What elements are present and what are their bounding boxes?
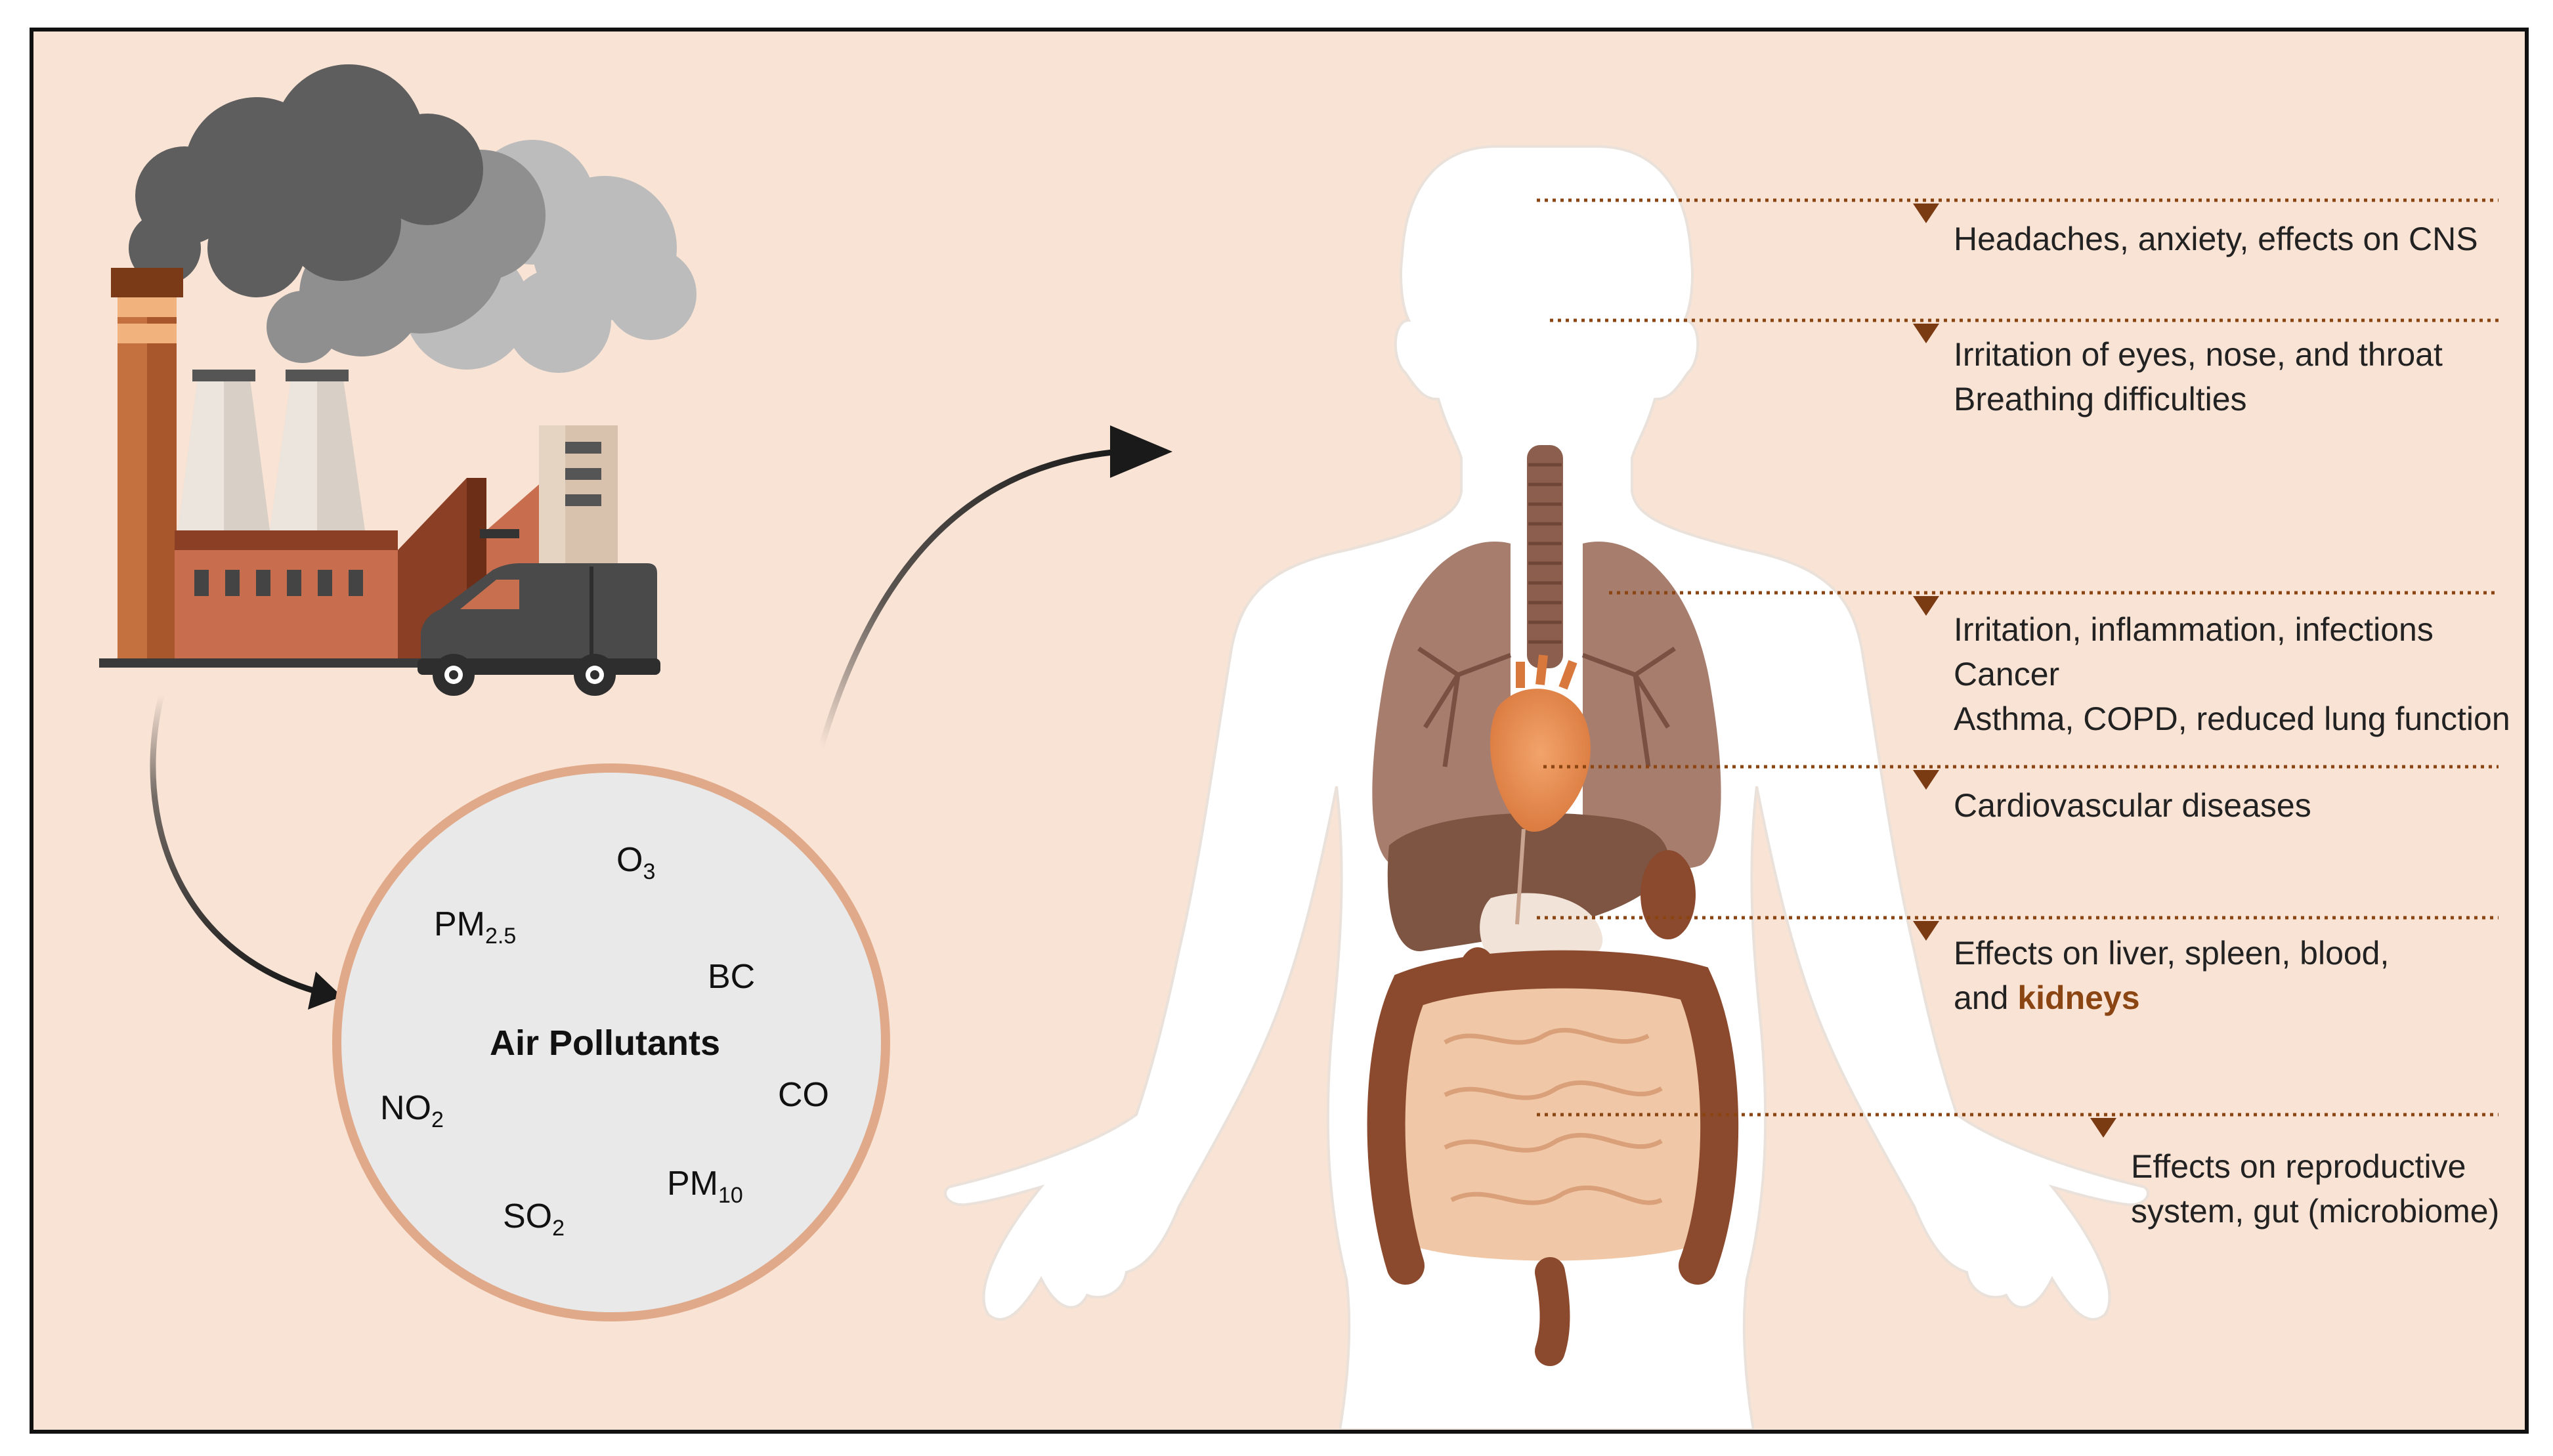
effect-eyes-line: Irritation of eyes, nose, and throat (1954, 336, 2443, 373)
pollutant-co: CO (778, 1076, 829, 1114)
pollutant-circle (332, 763, 890, 1321)
pollutant-bc: BC (708, 958, 756, 996)
smoke-icon (129, 64, 697, 373)
effect-reproductive-line: Effects on reproductive (2131, 1148, 2466, 1185)
van-icon (418, 563, 660, 696)
liver-icon (1387, 813, 1669, 952)
lungs-icon (1372, 541, 1721, 868)
pollutant-so2: SO2 (503, 1197, 565, 1241)
pollutant-o3: O3 (616, 841, 656, 884)
arrow-icon (150, 693, 342, 1010)
kidneys-emphasis: kidneys (2017, 979, 2140, 1016)
effect-eyes-line: Breathing difficulties (1954, 381, 2247, 418)
pollutant-no2: NO2 (380, 1089, 444, 1132)
effect-lungs-line: Irritation, inflammation, infections (1954, 611, 2434, 648)
air-pollutants-title: Air Pollutants (490, 1023, 721, 1063)
effect-liver-line: Effects on liver, spleen, blood, (1954, 935, 2390, 972)
effect-liver: Effects on liver, spleen, blood, and kid… (1954, 931, 2389, 1020)
effect-heart: Cardiovascular diseases (1954, 783, 2311, 828)
effect-head-line: Headaches, anxiety, effects on CNS (1954, 221, 2478, 257)
pollutant-pm25: PM2.5 (434, 905, 517, 949)
diagram-artwork (99, 64, 2499, 1430)
effect-lungs-line: Cancer (1954, 656, 2060, 693)
heart-icon (1490, 654, 1591, 925)
effect-lungs: Irritation, inflammation, infections Can… (1954, 607, 2510, 741)
leader-lines (1537, 198, 2499, 1117)
effect-lungs-line: Asthma, COPD, reduced lung function (1954, 700, 2510, 737)
effect-heart-line: Cardiovascular diseases (1954, 787, 2311, 824)
intestine-icon (1367, 950, 1739, 1366)
figure-frame: Air Pollutants O3 PM2.5 BC NO2 CO PM10 S… (30, 28, 2529, 1434)
trachea-icon (1527, 445, 1563, 668)
human-body-icon (944, 145, 2149, 1430)
arrow-icon (818, 425, 1172, 748)
effect-head: Headaches, anxiety, effects on CNS (1954, 217, 2478, 261)
effect-reproductive-line: system, gut (microbiome) (2131, 1193, 2500, 1230)
effect-eyes: Irritation of eyes, nose, and throat Bre… (1954, 332, 2443, 421)
effect-reproductive: Effects on reproductive system, gut (mic… (2131, 1144, 2499, 1233)
pollutant-pm10: PM10 (667, 1165, 743, 1208)
effect-liver-line: and kidneys (1954, 979, 2140, 1016)
leader-markers (1913, 203, 2116, 1138)
